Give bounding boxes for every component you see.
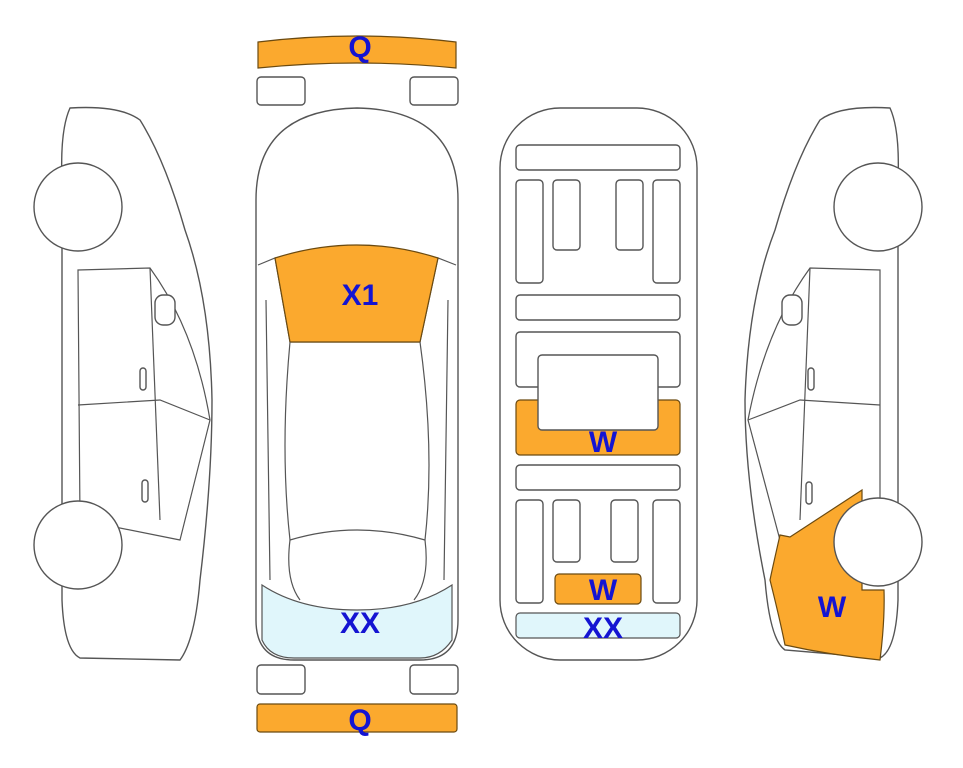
rear-wheel <box>833 497 923 587</box>
underside-center-label: W <box>589 426 618 459</box>
rear-window-label: XX <box>340 607 380 640</box>
rear-bumper-label: Q <box>348 704 371 737</box>
rear-bumper <box>256 703 458 733</box>
left-side-view <box>33 106 213 661</box>
underside-rear-panel <box>554 573 642 605</box>
rear-window <box>261 583 453 659</box>
front-wheel <box>833 162 923 252</box>
underside-rear-edge-label: XX <box>583 612 623 645</box>
right-rear-quarter-label: W <box>818 591 847 624</box>
front-wheel <box>33 162 123 252</box>
windshield-label: X1 <box>342 279 379 312</box>
front-bumper <box>257 35 457 69</box>
windshield <box>274 244 439 343</box>
underside-view: W W XX <box>499 107 698 661</box>
right-side-view: W <box>744 106 923 661</box>
rear-wheel <box>33 500 123 590</box>
underside-rear-edge <box>515 612 681 639</box>
front-bumper-label: Q <box>348 31 371 64</box>
top-view: Q X1 XX Q <box>255 31 459 737</box>
underside-rear-label: W <box>589 574 618 607</box>
